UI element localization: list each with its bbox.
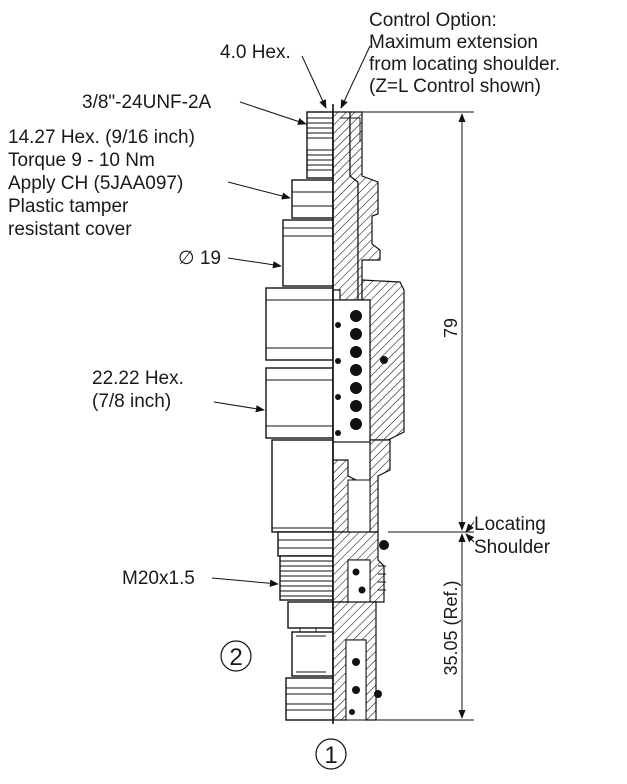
port-2-marker: 2 xyxy=(220,640,252,672)
port-1-marker: 1 xyxy=(315,738,347,770)
hex-22-label: 22.22 Hex. (7/8 inch) xyxy=(92,368,189,412)
leader-lines xyxy=(211,45,475,587)
reference-length-dimension: 35.05 (Ref.) xyxy=(441,580,461,675)
diameter-label: ∅ 19 xyxy=(178,248,221,269)
locating-shoulder-label: Locating Shoulder xyxy=(474,514,551,558)
spring-coils xyxy=(335,310,388,436)
svg-text:1: 1 xyxy=(324,742,337,769)
thread-top-label: 3/8"-24UNF-2A xyxy=(82,92,212,113)
svg-text:2: 2 xyxy=(229,644,242,671)
hex-14-label: 14.27 Hex. (9/16 inch) Torque 9 - 10 Nm … xyxy=(8,127,200,240)
hex-4-label: 4.0 Hex. xyxy=(220,42,291,63)
thread-body-label: M20x1.5 xyxy=(122,568,195,589)
thread-lines-top xyxy=(307,117,333,171)
dimension-lines xyxy=(362,111,474,721)
valve-section xyxy=(332,104,405,724)
overall-length-dimension: 79 xyxy=(441,318,461,338)
control-option-label: Control Option: Maximum extension from l… xyxy=(369,10,565,97)
thread-lines-body xyxy=(280,560,333,597)
valve-exterior xyxy=(265,111,334,721)
